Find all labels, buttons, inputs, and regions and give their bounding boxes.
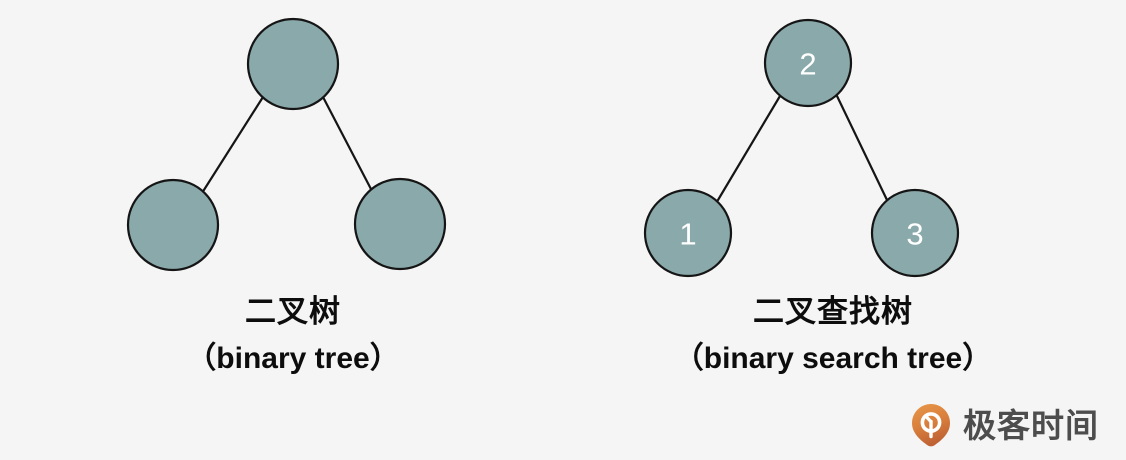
tree-node-left[interactable] [643, 188, 733, 278]
caption-english: （binary search tree） [673, 342, 993, 375]
tree-node-right[interactable] [353, 177, 447, 271]
edge-root-to-right [321, 95, 374, 193]
caption-english: （binary tree） [186, 342, 400, 375]
edge-root-to-left [200, 95, 265, 195]
tree-node-left[interactable] [126, 178, 220, 272]
tree-node-left-label: 1 [679, 217, 696, 252]
figure-binary-search-tree: 2 1 3 二叉查找树 （binary search tree） [540, 0, 1126, 460]
edge-root-to-right [835, 94, 889, 202]
binary-tree-graphic [126, 17, 447, 272]
tree-node-root[interactable] [246, 17, 340, 111]
binary-search-tree-graphic: 2 1 3 [643, 18, 960, 278]
tree-node-root-label: 2 [799, 47, 816, 82]
edge-root-to-left [716, 94, 782, 202]
tree-node-right[interactable] [870, 188, 960, 278]
tree-node-root[interactable] [763, 18, 853, 108]
brand-name: 极客时间 [963, 406, 1099, 444]
figure-binary-tree: 二叉树 （binary tree） [126, 17, 447, 375]
caption-chinese: 二叉树 [245, 294, 341, 329]
tree-node-right-label: 3 [906, 217, 923, 252]
brand-logo: 极客时间 [908, 402, 1099, 448]
caption-chinese: 二叉查找树 [753, 294, 913, 329]
geektime-droplet-icon [912, 404, 950, 447]
